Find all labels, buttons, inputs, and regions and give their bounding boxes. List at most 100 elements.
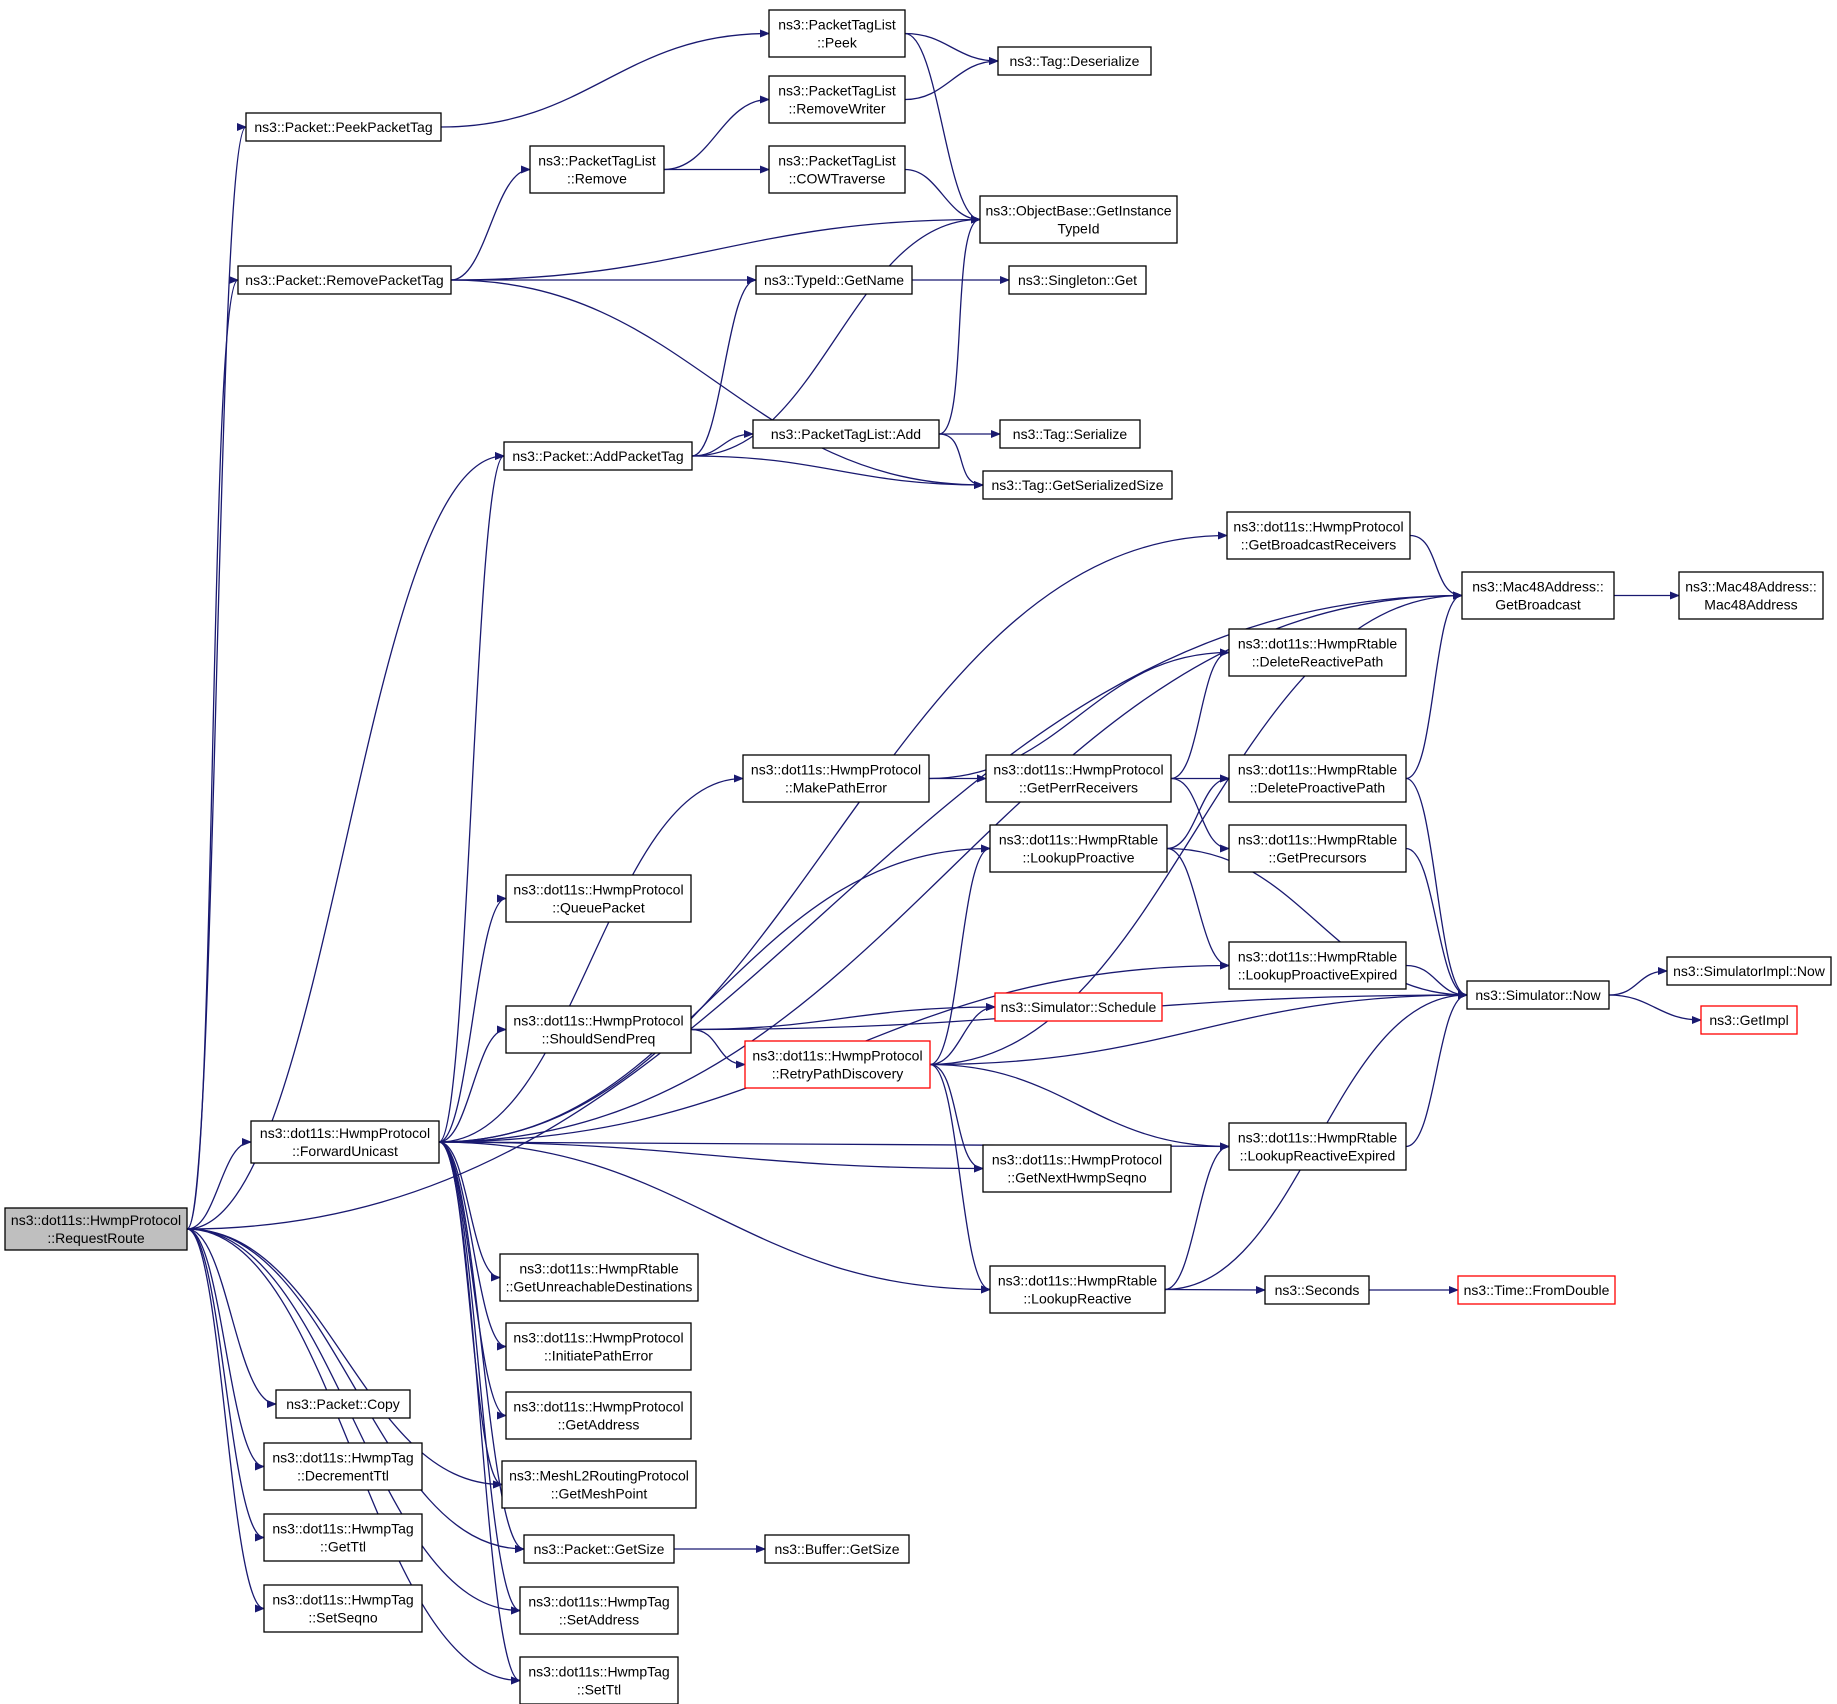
edge-getBroadcastReceivers-to-macGetBroadcast: [1409, 534, 1463, 600]
node-setSeqno[interactable]: ns3::dot11s::HwmpTag::SetSeqno: [263, 1584, 423, 1633]
node-getNextHwmpSeqno[interactable]: ns3::dot11s::HwmpProtocol::GetNextHwmpSe…: [982, 1144, 1172, 1193]
node-lookupReactiveExpired[interactable]: ns3::dot11s::HwmpRtable::LookupReactiveE…: [1228, 1122, 1407, 1171]
node-root[interactable]: ns3::dot11s::HwmpProtocol::RequestRoute: [4, 1207, 188, 1251]
edge-retryPathDiscovery-to-simulatorNow: [929, 991, 1468, 1066]
node-removePacketTag-box: [237, 265, 452, 295]
node-macGetBroadcast[interactable]: ns3::Mac48Address::GetBroadcast: [1461, 571, 1615, 620]
node-peekPacketTag-label-0: ns3::Packet::PeekPacketTag: [254, 119, 432, 135]
node-getImpl-box: [1700, 1005, 1798, 1035]
node-ptlAdd[interactable]: ns3::PacketTagList::Add: [752, 419, 940, 449]
node-shouldSendPreq[interactable]: ns3::dot11s::HwmpProtocol::ShouldSendPre…: [505, 1005, 692, 1054]
node-lookupProactiveExpired[interactable]: ns3::dot11s::HwmpRtable::LookupProactive…: [1228, 941, 1407, 990]
node-macCtor-label-1: Mac48Address: [1704, 597, 1797, 613]
node-seconds[interactable]: ns3::Seconds: [1264, 1275, 1370, 1305]
node-ptlCow[interactable]: ns3::PacketTagList::COWTraverse: [768, 145, 906, 194]
node-queuePacket-box: [505, 874, 692, 923]
node-simImplNow-label-0: ns3::SimulatorImpl::Now: [1673, 963, 1826, 979]
node-deleteProactivePath[interactable]: ns3::dot11s::HwmpRtable::DeleteProactive…: [1228, 754, 1407, 803]
node-getUnreachable[interactable]: ns3::dot11s::HwmpRtable::GetUnreachableD…: [499, 1253, 699, 1302]
node-packetCopy[interactable]: ns3::Packet::Copy: [275, 1389, 411, 1419]
node-decrementTtl[interactable]: ns3::dot11s::HwmpTag::DecrementTtl: [263, 1442, 423, 1491]
node-forwardUnicast[interactable]: ns3::dot11s::HwmpProtocol::ForwardUnicas…: [250, 1120, 440, 1164]
node-getPerrReceivers-label-1: ::GetPerrReceivers: [1019, 780, 1138, 796]
node-retryPathDiscovery[interactable]: ns3::dot11s::HwmpProtocol::RetryPathDisc…: [744, 1040, 931, 1089]
edge-addPacketTag-to-typeIdGetName: [691, 276, 757, 457]
node-getNextHwmpSeqno-box: [982, 1144, 1172, 1193]
node-setAddress-label-1: ::SetAddress: [559, 1612, 639, 1628]
node-simulatorNow-label-0: ns3::Simulator::Now: [1475, 987, 1601, 1003]
edge-root-to-peekPacketTag: [186, 123, 247, 1230]
node-simSchedule[interactable]: ns3::Simulator::Schedule: [994, 992, 1163, 1022]
node-setTtl[interactable]: ns3::dot11s::HwmpTag::SetTtl: [519, 1656, 679, 1704]
node-lookupReactive[interactable]: ns3::dot11s::HwmpRtable::LookupReactive: [989, 1265, 1166, 1314]
node-getPrecursors[interactable]: ns3::dot11s::HwmpRtable::GetPrecursors: [1228, 824, 1407, 873]
node-root-label-0: ns3::dot11s::HwmpProtocol: [11, 1212, 181, 1228]
node-setAddress[interactable]: ns3::dot11s::HwmpTag::SetAddress: [519, 1586, 679, 1635]
node-bufferGetSize[interactable]: ns3::Buffer::GetSize: [764, 1534, 910, 1564]
node-getTtl-label-1: ::GetTtl: [320, 1539, 366, 1555]
edge-forwardUnicast-to-shouldSendPreq: [438, 1025, 507, 1143]
node-tagDeserialize[interactable]: ns3::Tag::Deserialize: [997, 46, 1152, 76]
node-initiatePathError[interactable]: ns3::dot11s::HwmpProtocol::InitiatePathE…: [505, 1322, 692, 1371]
node-getMeshPoint-label-0: ns3::MeshL2RoutingProtocol: [509, 1468, 689, 1484]
node-lookupReactiveExpired-label-1: ::LookupReactiveExpired: [1240, 1148, 1396, 1164]
node-getPerrReceivers[interactable]: ns3::dot11s::HwmpProtocol::GetPerrReceiv…: [985, 754, 1172, 803]
node-tagGetSerializedSize[interactable]: ns3::Tag::GetSerializedSize: [982, 470, 1173, 500]
edge-forwardUnicast-to-initiatePathError: [438, 1141, 507, 1351]
edge-ptlAdd-to-getInstanceTypeId: [938, 215, 981, 435]
node-getImpl-label-0: ns3::GetImpl: [1709, 1012, 1788, 1028]
node-getImpl[interactable]: ns3::GetImpl: [1700, 1005, 1798, 1035]
node-tagSerialize-box: [999, 419, 1141, 449]
edge-root-to-setAddress: [186, 1228, 521, 1615]
node-ptlPeek[interactable]: ns3::PacketTagList::Peek: [768, 9, 906, 58]
node-simImplNow-box: [1666, 956, 1832, 986]
node-packetCopy-box: [275, 1389, 411, 1419]
node-decrementTtl-label-0: ns3::dot11s::HwmpTag: [272, 1450, 413, 1466]
edge-retryPathDiscovery-to-lookupReactiveExpired: [929, 1063, 1230, 1151]
node-tagSerialize[interactable]: ns3::Tag::Serialize: [999, 419, 1141, 449]
edge-forwardUnicast-to-queuePacket: [438, 894, 507, 1143]
node-ptlRemoveWriter[interactable]: ns3::PacketTagList::RemoveWriter: [768, 75, 906, 124]
edge-lookupReactive-to-lookupReactiveExpired: [1164, 1142, 1230, 1291]
node-makePathError[interactable]: ns3::dot11s::HwmpProtocol::MakePathError: [742, 754, 930, 803]
edge-retryPathDiscovery-to-lookupReactive: [929, 1063, 991, 1294]
node-singletonGet[interactable]: ns3::Singleton::Get: [1008, 265, 1147, 295]
edge-root-to-setSeqno: [186, 1228, 265, 1613]
node-queuePacket[interactable]: ns3::dot11s::HwmpProtocol::QueuePacket: [505, 874, 692, 923]
node-macCtor[interactable]: ns3::Mac48Address::Mac48Address: [1678, 571, 1824, 620]
node-simSchedule-label-0: ns3::Simulator::Schedule: [1001, 999, 1157, 1015]
edge-forwardUnicast-to-getBroadcastReceivers: [438, 531, 1228, 1143]
node-deleteReactivePath[interactable]: ns3::dot11s::HwmpRtable::DeleteReactiveP…: [1228, 628, 1407, 677]
edge-ptlPeek-to-getInstanceTypeId: [904, 32, 981, 224]
node-macCtor-label-0: ns3::Mac48Address::: [1685, 579, 1817, 595]
node-addPacketTag[interactable]: ns3::Packet::AddPacketTag: [503, 441, 693, 471]
node-typeIdGetName[interactable]: ns3::TypeId::GetName: [755, 265, 913, 295]
node-fromDouble[interactable]: ns3::Time::FromDouble: [1457, 1275, 1616, 1305]
node-packetCopy-label-0: ns3::Packet::Copy: [286, 1396, 400, 1412]
node-getPrecursors-label-1: ::GetPrecursors: [1268, 850, 1366, 866]
node-getAddress[interactable]: ns3::dot11s::HwmpProtocol::GetAddress: [505, 1391, 692, 1440]
edge-ptlCow-to-getInstanceTypeId: [904, 168, 981, 224]
node-getBroadcastReceivers[interactable]: ns3::dot11s::HwmpProtocol::GetBroadcastR…: [1226, 511, 1411, 560]
edge-getPrecursors-to-simulatorNow: [1405, 847, 1468, 999]
node-ptlRemoveWriter-box: [768, 75, 906, 124]
node-setTtl-box: [519, 1656, 679, 1704]
node-getTtl[interactable]: ns3::dot11s::HwmpTag::GetTtl: [263, 1513, 423, 1562]
node-getMeshPoint[interactable]: ns3::MeshL2RoutingProtocol::GetMeshPoint: [501, 1460, 697, 1509]
node-forwardUnicast-box: [250, 1120, 440, 1164]
node-lookupProactive[interactable]: ns3::dot11s::HwmpRtable::LookupProactive: [989, 824, 1168, 873]
edge-addPacketTag-to-getInstanceTypeId: [691, 215, 981, 457]
node-getNextHwmpSeqno-label-1: ::GetNextHwmpSeqno: [1007, 1170, 1146, 1186]
node-simImplNow[interactable]: ns3::SimulatorImpl::Now: [1666, 956, 1832, 986]
node-packetGetSize[interactable]: ns3::Packet::GetSize: [523, 1534, 675, 1564]
node-peekPacketTag[interactable]: ns3::Packet::PeekPacketTag: [245, 112, 442, 142]
node-getInstanceTypeId-label-1: TypeId: [1057, 221, 1099, 237]
node-lookupReactive-box: [989, 1265, 1166, 1314]
node-fromDouble-label-0: ns3::Time::FromDouble: [1464, 1282, 1610, 1298]
node-ptlRemove[interactable]: ns3::PacketTagList::Remove: [529, 145, 665, 194]
node-tagDeserialize-label-0: ns3::Tag::Deserialize: [1010, 53, 1140, 69]
edge-forwardUnicast-to-getUnreachable: [438, 1141, 501, 1282]
node-simulatorNow[interactable]: ns3::Simulator::Now: [1466, 980, 1610, 1010]
node-removePacketTag[interactable]: ns3::Packet::RemovePacketTag: [237, 265, 452, 295]
